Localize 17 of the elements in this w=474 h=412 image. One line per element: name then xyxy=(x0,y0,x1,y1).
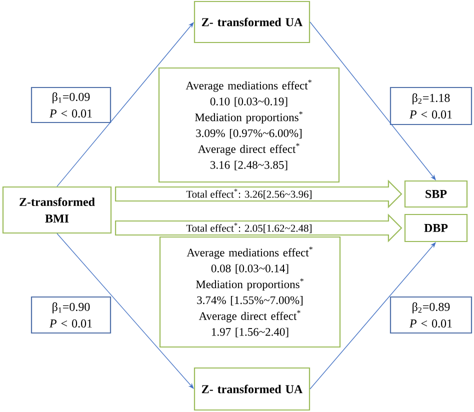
arrow xyxy=(310,242,436,390)
outcome-box: DBP xyxy=(404,214,468,242)
edge-label: Total effect$^{*}$: 2.05[1.62~2.48] xyxy=(186,222,313,234)
edge-label: Total effect$^{*}$: 3.26[2.56~3.96] xyxy=(186,188,313,200)
coefficient-box: β$_{1}$=0.90 P < 0.01 xyxy=(30,296,112,334)
coefficient-box: β$_{2}$=1.18 P < 0.01 xyxy=(390,86,472,126)
variable-box: Z- transformed UA xyxy=(194,0,310,44)
result-box: Average mediations effect$^{*}$ 0.10 [0.03~0.19] Mediation proportions$^{*}$ 3.09% [0.97%~6.00%] Average direct effect$^{*}$ 3.16 [2.48~3.85] xyxy=(158,67,340,183)
variable-box: Z-transformed BMI xyxy=(2,186,112,234)
arrow xyxy=(56,22,194,187)
coefficient-box: β$_{1}$=0.09 P < 0.01 xyxy=(30,86,112,124)
outcome-box: SBP xyxy=(404,180,468,208)
variable-box: Z- transformed UA xyxy=(194,367,310,411)
coefficient-box: β$_{2}$=0.89 P < 0.01 xyxy=(390,296,472,334)
result-box: Average mediations effect$^{*}$ 0.08 [0.03~0.14] Mediation proportions$^{*}$ 3.74% [1.55%~7.00%] Average direct effect$^{*}$ 1.97 [1.56~2.40] xyxy=(159,236,341,348)
arrow xyxy=(56,233,194,389)
arrow xyxy=(310,22,436,180)
